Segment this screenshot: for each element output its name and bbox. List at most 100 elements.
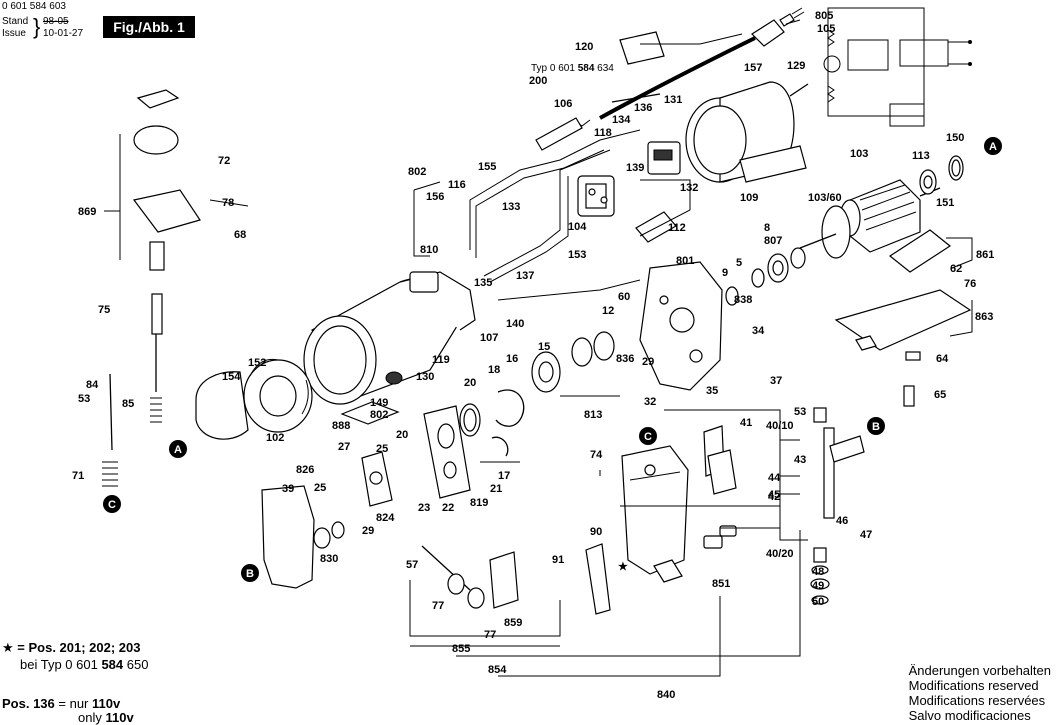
part-label: 40/10 (766, 420, 794, 432)
part-label: 37 (770, 375, 782, 387)
part-label: 107 (480, 332, 498, 344)
part-label: 23 (418, 502, 430, 514)
part-label: 157 (744, 62, 762, 74)
part-label: 65 (934, 389, 946, 401)
part-label: 5 (736, 257, 742, 269)
modifications-fr: Modifications reservées (908, 693, 1046, 708)
part-label: 49 (812, 580, 824, 592)
typ-bold: 584 (577, 63, 595, 74)
part-label: 84 (86, 379, 99, 391)
part-label: 863 (975, 311, 993, 323)
circuit-diagram (823, 7, 972, 127)
part-label: 819 (470, 497, 488, 509)
gasket-39 (261, 485, 315, 589)
part-label: 41 (740, 417, 752, 429)
star-line1: = Pos. 201; 202; 203 (17, 640, 141, 655)
part-label: 154 (222, 371, 241, 383)
marker-b: B (867, 417, 885, 435)
marker-label: A (989, 141, 997, 153)
issue-label: Issue (2, 28, 26, 39)
part-label: 112 (668, 222, 686, 234)
part-label: 48 (812, 566, 824, 578)
part-label: 129 (787, 60, 805, 72)
part-label: 74 (590, 449, 603, 461)
part-label: 43 (794, 454, 806, 466)
pos136-v2: only (78, 710, 102, 725)
gear-813 (571, 331, 615, 367)
part-label: 132 (680, 182, 698, 194)
part-label: 71 (72, 470, 84, 482)
star-line2-suffix: 650 (126, 657, 149, 672)
part-label: 109 (740, 192, 758, 204)
marker-a: A (984, 137, 1002, 155)
part-label: 46 (836, 515, 848, 527)
part-label: 21 (490, 483, 502, 495)
field-102 (243, 358, 313, 433)
part-label: 151 (936, 197, 954, 209)
star-icon: ★ (2, 640, 14, 655)
part-label: 72 (218, 155, 230, 167)
part-label: 44 (768, 472, 781, 484)
part-label: 85 (122, 398, 134, 410)
part-label: 103/60 (808, 192, 842, 204)
part-label: 152 (248, 357, 266, 369)
part-label: 42 (768, 491, 780, 503)
part-label: 39 (282, 483, 294, 495)
part-label: 135 (474, 277, 492, 289)
part-label: 32 (644, 396, 656, 408)
part-label: 77 (432, 600, 444, 612)
part-label: 139 (626, 162, 644, 174)
star-note-typ: bei Typ 0 601 584 650 (20, 657, 148, 672)
part-label: 20 (464, 377, 476, 389)
part-label: 855 (452, 643, 470, 655)
part-label: 50 (812, 596, 824, 608)
part-label: 137 (516, 270, 534, 282)
star-note: ★ = Pos. 201; 202; 203 (2, 640, 141, 655)
part-label: 838 (734, 294, 752, 306)
part-label: 27 (338, 441, 350, 453)
star-icon: ★ (618, 561, 628, 573)
rod-46 (823, 427, 835, 519)
guide-roller (421, 545, 519, 609)
part-label: 103 (850, 148, 868, 160)
part-label: 826 (296, 464, 314, 476)
part-label: 76 (964, 278, 976, 290)
part-label: 861 (976, 249, 994, 261)
part-label: 824 (376, 512, 395, 524)
part-label: 153 (568, 249, 586, 261)
wiring (469, 129, 691, 301)
part-label: 53 (794, 406, 806, 418)
part-label: 836 (616, 353, 634, 365)
brace: } (33, 14, 41, 39)
modifications-de: Änderungen vorbehalten (908, 663, 1051, 678)
part-label: 869 (78, 206, 96, 218)
sleeve-53 (813, 407, 827, 423)
typ-note: Typ 0 601 584 634 (531, 63, 614, 75)
part-label: 20 (396, 429, 408, 441)
part-label: 25 (314, 482, 326, 494)
part-label: 200 (529, 75, 547, 87)
part-label: 136 (634, 102, 652, 114)
part-label: 60 (618, 291, 630, 303)
marker-b: B (241, 564, 259, 582)
part-label: 113 (912, 150, 930, 162)
part-label: 810 (420, 244, 438, 256)
marker-c: C (103, 495, 121, 513)
pos136-b1: 110v (92, 696, 121, 711)
part-label: 29 (362, 525, 374, 537)
part-label: 840 (657, 689, 675, 701)
base-plate-863 (834, 289, 972, 351)
marker-label: A (174, 444, 182, 456)
part-label: 8 (764, 222, 770, 234)
marker-c: C (639, 427, 657, 445)
part-label: 29 (642, 356, 654, 368)
marker-a: A (169, 440, 187, 458)
armature-103 (799, 179, 941, 259)
power-cable (577, 7, 805, 127)
part-861 (888, 229, 952, 273)
part-label: 131 (664, 94, 682, 106)
part-label: 62 (950, 263, 962, 275)
part-label: 801 (676, 255, 694, 267)
part-label: 813 (584, 409, 602, 421)
